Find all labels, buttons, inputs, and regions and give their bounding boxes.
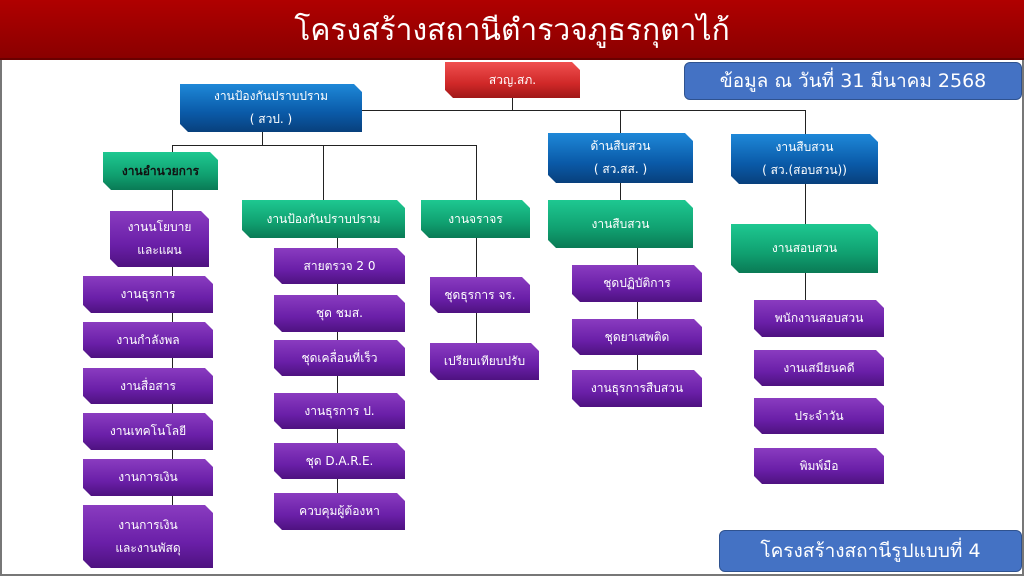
connector (172, 145, 477, 146)
connector (262, 132, 263, 145)
traffic-section[interactable]: งานจราจร (421, 200, 530, 238)
traffic-item[interactable]: เปรียบเทียบปรับ (430, 343, 539, 380)
admin-item-finance-supply[interactable]: งานการเงินและงานพัสดุ (83, 505, 213, 568)
admin-item[interactable]: งานธุรการ (83, 276, 213, 313)
patrol-item[interactable]: ควบคุมผู้ต้องหา (274, 493, 405, 530)
date-label: ข้อมูล ณ วันที่ 31 มีนาคม 2568 (684, 62, 1022, 100)
head-box[interactable]: สวญ.สภ. (445, 62, 580, 98)
qry-box[interactable]: งานสืบสวน ( สว.(สอบสวน)) (731, 134, 878, 184)
head-label: สวญ.สภ. (488, 72, 537, 87)
admin-section[interactable]: งานอำนวยการ (103, 152, 218, 190)
inv-box[interactable]: ด้านสืบสวน ( สว.สส. ) (548, 133, 693, 183)
item-label: งานนโยบาย (127, 220, 192, 235)
inquiry-item[interactable]: งานเสมียนคดี (754, 350, 884, 386)
connector (805, 110, 806, 300)
patrol-section[interactable]: งานป้องกันปราบปราม (242, 200, 405, 238)
admin-item-policy[interactable]: งานนโยบายและแผน (110, 211, 209, 267)
connector (476, 145, 477, 355)
inv-abbr: ( สว.สส. ) (593, 162, 648, 176)
patrol-item[interactable]: ชุดเคลื่อนที่เร็ว (274, 340, 405, 376)
item-label: งานการเงิน (118, 517, 178, 532)
svp-abbr: ( สวป. ) (249, 112, 293, 126)
connector (323, 145, 324, 200)
investigation-item[interactable]: ชุดยาเสพติด (572, 319, 702, 355)
svp-label: งานป้องกันปราบปราม (213, 89, 329, 104)
connector (512, 98, 513, 110)
connector (362, 110, 806, 111)
inquiry-item[interactable]: พนักงานสอบสวน (754, 300, 884, 337)
patrol-item[interactable]: ชุด ชมส. (274, 295, 405, 332)
item-label: และแผน (137, 243, 182, 257)
admin-item[interactable]: งานกำลังพล (83, 322, 213, 358)
admin-item[interactable]: งานเทคโนโลยี (83, 413, 213, 450)
traffic-item[interactable]: ชุดธุรการ จร. (430, 277, 530, 313)
inquiry-section[interactable]: งานสอบสวน (731, 224, 878, 273)
investigation-item[interactable]: ชุดปฏิบัติการ (572, 265, 702, 302)
qry-label: งานสืบสวน (775, 140, 834, 155)
patrol-item[interactable]: ชุด D.A.R.E. (274, 443, 405, 479)
content-frame (0, 60, 1024, 576)
investigation-item[interactable]: งานธุรการสืบสวน (572, 370, 702, 407)
footer-label: โครงสร้างสถานีรูปแบบที่ 4 (719, 530, 1022, 572)
patrol-item[interactable]: งานธุรการ ป. (274, 393, 405, 429)
inquiry-item[interactable]: ประจำวัน (754, 398, 884, 434)
svp-box[interactable]: งานป้องกันปราบปราม ( สวป. ) (180, 84, 362, 132)
item-label: และงานพัสดุ (115, 540, 181, 555)
patrol-item[interactable]: สายตรวจ 2 0 (274, 248, 405, 284)
investigation-section[interactable]: งานสืบสวน (548, 200, 693, 248)
qry-abbr: ( สว.(สอบสวน)) (762, 163, 847, 177)
connector (637, 248, 638, 388)
admin-item[interactable]: งานสื่อสาร (83, 368, 213, 404)
page-title: โครงสร้างสถานีตำรวจภูธรกุตาไก้ (0, 0, 1024, 60)
admin-item[interactable]: งานการเงิน (83, 459, 213, 496)
inv-label: ด้านสืบสวน (590, 139, 651, 154)
inquiry-item[interactable]: พิมพ์มือ (754, 448, 884, 484)
